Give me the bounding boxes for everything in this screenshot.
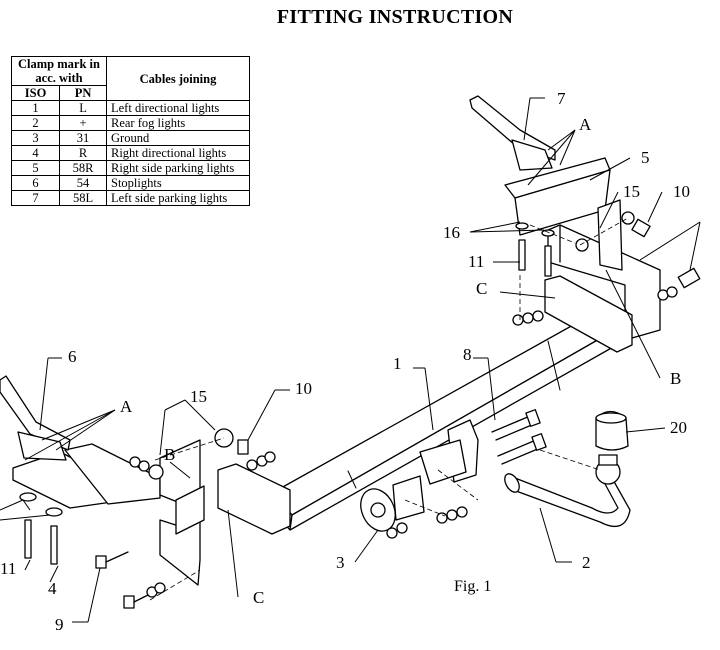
ball-cover-part — [595, 410, 629, 451]
callout-7: 7 — [557, 89, 566, 108]
callout-1: 1 — [393, 354, 402, 373]
callout-2: 2 — [582, 553, 591, 572]
table-cell-iso: 4 — [10, 145, 61, 161]
dashed-guides — [149, 217, 629, 601]
callout-15-right: 15 — [623, 182, 640, 201]
callout-b-right: B — [670, 369, 681, 388]
callout-11-left: 11 — [0, 559, 16, 578]
callout-10-left: 10 — [295, 379, 312, 398]
table-header-pn: PN — [59, 85, 107, 101]
ball-mount-bracket-part — [392, 419, 479, 521]
table-cell-cable: Rear fog lights — [106, 115, 250, 131]
callout-b-left: B — [164, 445, 175, 464]
table-cell-cable: Left side parking lights — [106, 190, 250, 206]
table-cell-iso: 7 — [10, 190, 61, 206]
callout-15-left: 15 — [190, 387, 207, 406]
right-bracket-part — [504, 157, 661, 341]
table-cell-cable: Right directional lights — [106, 145, 250, 161]
callout-10-right: 10 — [673, 182, 690, 201]
crossbar-part — [269, 309, 623, 531]
callout-a-left: A — [120, 397, 133, 416]
table-cell-cable: Right side parking lights — [106, 160, 250, 176]
callout-3: 3 — [336, 553, 345, 572]
tow-ball-bar-part — [504, 454, 631, 528]
bolt-set-8 — [491, 409, 547, 465]
callout-5: 5 — [641, 148, 650, 167]
page-title: FITTING INSTRUCTION — [276, 6, 514, 28]
callout-8: 8 — [463, 345, 472, 364]
table-row: 2+Rear fog lights — [10, 115, 250, 131]
table-header-clamp: Clamp mark in acc. with — [11, 56, 107, 86]
leader-lines — [0, 97, 701, 623]
right-plate-c-part — [544, 275, 633, 353]
right-fasteners — [512, 211, 701, 326]
callout-c-right: C — [476, 279, 487, 298]
table-cell-pn: 58R — [59, 160, 107, 176]
callout-c-left: C — [253, 588, 264, 607]
callout-20: 20 — [670, 418, 687, 437]
callout-11-right: 11 — [468, 252, 484, 271]
callout-4: 4 — [48, 579, 57, 598]
callout-a-right: A — [579, 115, 592, 134]
cable-joining-table: Clamp mark in acc. with Cables joining I… — [10, 56, 250, 206]
left-plate-c-part — [217, 463, 291, 535]
callout-16: 16 — [443, 223, 460, 242]
left-strap-part — [0, 375, 71, 461]
callout-9: 9 — [55, 615, 64, 634]
left-plate-b-part — [159, 439, 205, 586]
callout-6: 6 — [68, 347, 77, 366]
right-strap-part — [469, 95, 556, 171]
figure-caption: Fig. 1 — [454, 578, 491, 595]
table-subheader-row: ISO PN — [10, 85, 250, 101]
